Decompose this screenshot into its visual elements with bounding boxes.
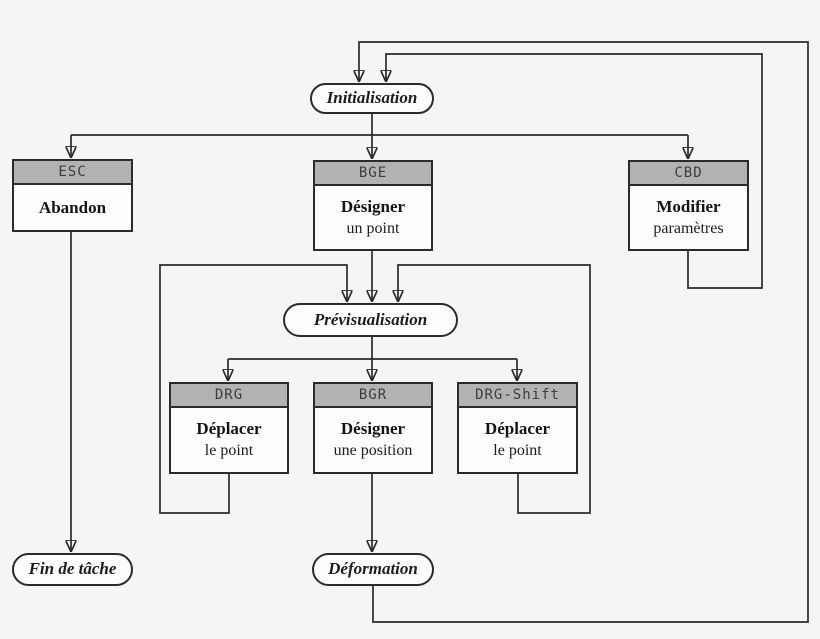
action-bge-subtitle: un point — [346, 219, 400, 237]
action-cbd-body: Modifier paramètres — [630, 186, 747, 249]
action-bge-title: Désigner — [340, 196, 406, 216]
state-initialisation-label: Initialisation — [326, 88, 418, 107]
action-esc: ESC Abandon — [12, 159, 133, 232]
action-drg-shift-title: Déplacer — [484, 419, 551, 438]
action-bgr-body: Désigner une position — [315, 408, 431, 472]
state-initialisation: Initialisation — [310, 83, 434, 114]
edge-cbd-to-initialisation — [386, 53, 763, 289]
action-drg-title: Déplacer — [196, 419, 262, 438]
action-cbd-key: CBD — [630, 162, 747, 186]
state-fin-de-tache-label: Fin de tâche — [28, 559, 117, 578]
state-previsualisation-label: Prévisualisation — [313, 309, 428, 329]
action-bgr-subtitle: une position — [333, 442, 413, 459]
edge-deformation-to-initialisation — [359, 41, 809, 623]
state-deformation: Déformation — [312, 553, 434, 586]
state-fin-de-tache: Fin de tâche — [12, 553, 133, 586]
action-drg-shift: DRG-Shift Déplacer le point — [457, 382, 578, 474]
action-bgr-title: Désigner — [340, 419, 406, 438]
action-drg-subtitle: le point — [204, 442, 254, 459]
action-cbd-title: Modifier — [656, 196, 721, 216]
action-bge-key: BGE — [315, 162, 431, 186]
edge-drg-to-previsualisation — [159, 264, 347, 514]
action-bge-body: Désigner un point — [315, 186, 431, 249]
action-bgr: BGR Désigner une position — [313, 382, 433, 474]
action-cbd-subtitle: paramètres — [653, 219, 724, 237]
action-esc-title: Abandon — [38, 197, 107, 217]
action-drg-shift-body: Déplacer le point — [459, 408, 576, 472]
action-drg: DRG Déplacer le point — [169, 382, 289, 474]
state-previsualisation: Prévisualisation — [283, 303, 458, 337]
edge-drg-shift-to-previsualisation — [398, 264, 591, 514]
action-esc-body: Abandon — [14, 185, 131, 230]
action-bge: BGE Désigner un point — [313, 160, 433, 251]
action-drg-shift-subtitle: le point — [493, 442, 542, 459]
action-drg-shift-key: DRG-Shift — [459, 384, 576, 408]
action-bgr-key: BGR — [315, 384, 431, 408]
action-drg-body: Déplacer le point — [171, 408, 287, 472]
state-deformation-label: Déformation — [328, 559, 418, 578]
action-cbd: CBD Modifier paramètres — [628, 160, 749, 251]
action-drg-key: DRG — [171, 384, 287, 408]
action-esc-key: ESC — [14, 161, 131, 185]
